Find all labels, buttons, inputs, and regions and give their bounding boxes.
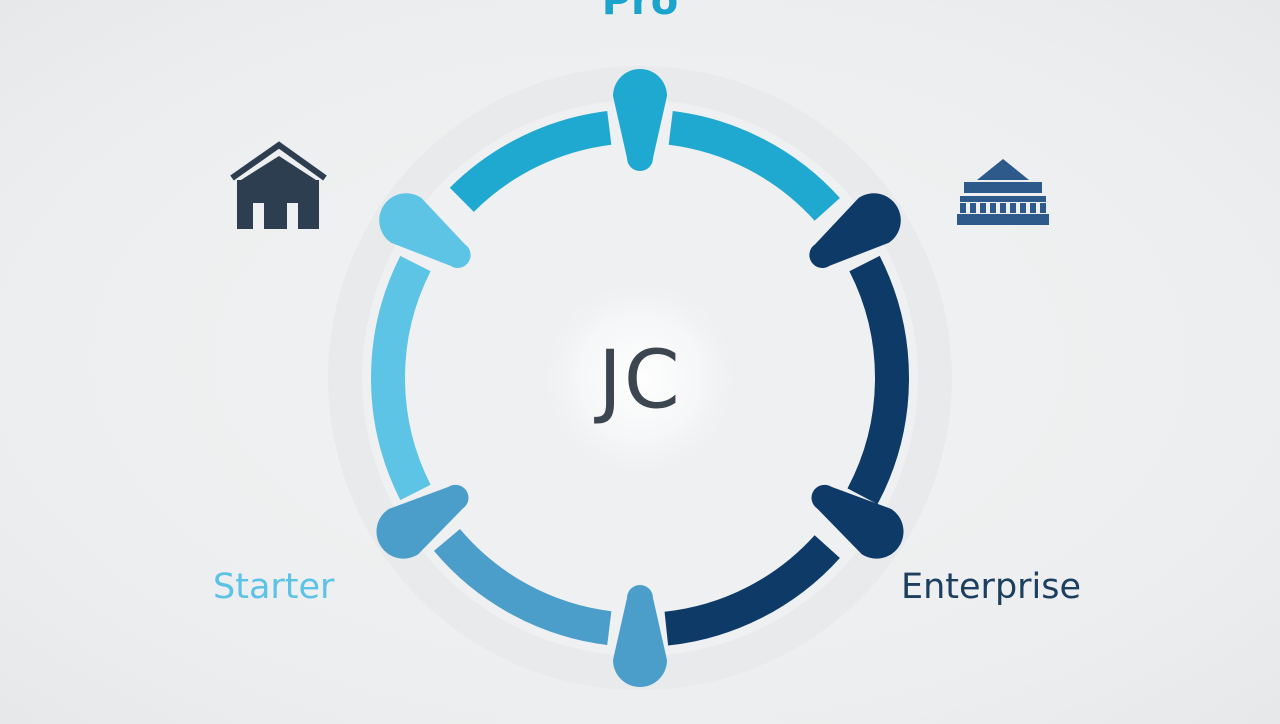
knob-lower-left bbox=[376, 484, 469, 559]
arc-starter bbox=[371, 255, 431, 501]
arc-pro-left bbox=[449, 111, 612, 213]
knob-upper-right bbox=[809, 193, 901, 268]
center-glow bbox=[535, 273, 745, 483]
house-icon bbox=[230, 141, 327, 229]
tier-label-pro: Pro bbox=[601, 0, 679, 24]
arc-bottom-right bbox=[664, 535, 840, 646]
arc-pro-right bbox=[668, 111, 840, 221]
knob-upper-left bbox=[379, 193, 471, 268]
center-monogram: JC bbox=[598, 333, 682, 427]
knob-top bbox=[613, 69, 667, 171]
knob-lower-right bbox=[811, 484, 904, 559]
bank-icon bbox=[957, 159, 1049, 225]
knob-bottom bbox=[613, 585, 667, 687]
tier-label-starter: Starter bbox=[213, 567, 335, 607]
tier-label-enterprise: Enterprise bbox=[901, 567, 1082, 607]
arc-enterprise bbox=[847, 255, 909, 505]
arc-bottom-left bbox=[433, 528, 612, 645]
